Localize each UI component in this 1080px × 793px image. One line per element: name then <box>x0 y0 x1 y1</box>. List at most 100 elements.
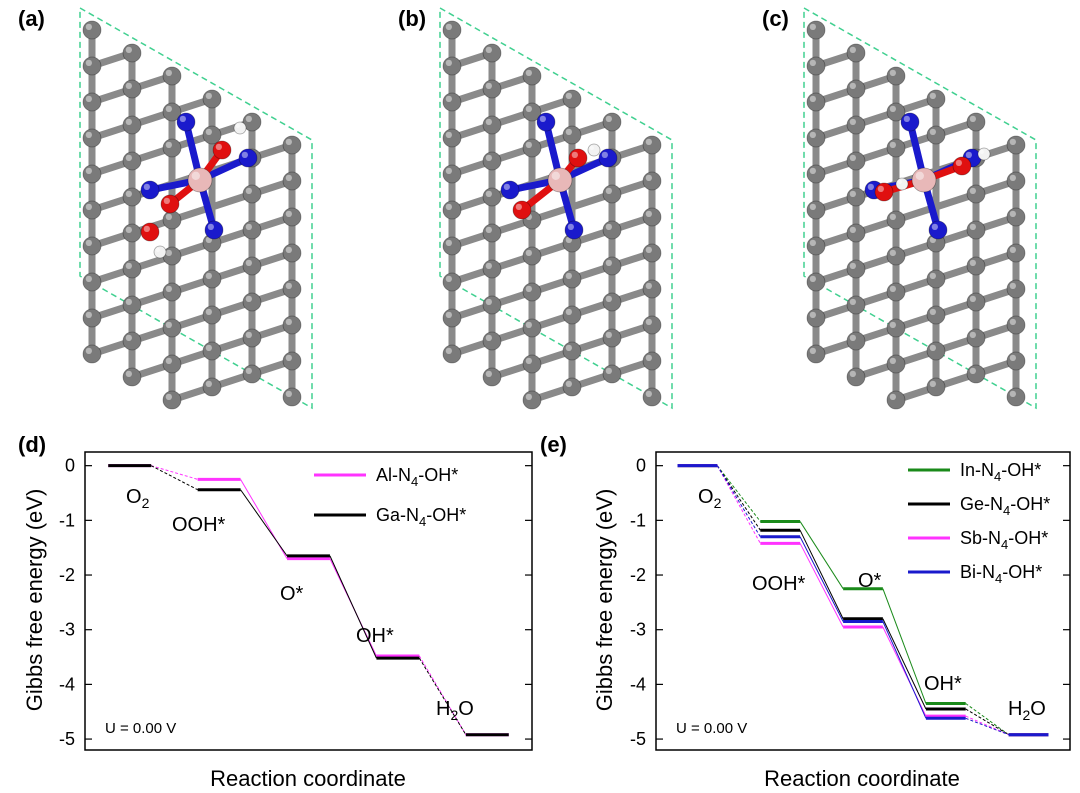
carbon-atom-highlight <box>969 367 976 374</box>
carbon-atom <box>122 367 142 387</box>
carbon-atom-highlight <box>809 203 816 211</box>
hydrogen-atom-highlight <box>155 247 160 252</box>
carbon-atom-highlight <box>849 46 856 53</box>
carbon-atom-highlight <box>969 223 976 231</box>
carbon-atom <box>162 138 182 158</box>
chart-e-ytick-label: -2 <box>630 565 646 585</box>
nitrogen-atom-highlight <box>567 223 574 231</box>
oxygen-atom <box>874 182 894 202</box>
carbon-atom <box>926 305 946 325</box>
carbon-atom-highlight <box>125 370 132 377</box>
state-o2-e: O2 <box>698 486 722 511</box>
carbon-atom <box>926 377 946 397</box>
carbon-atom-highlight <box>605 187 612 195</box>
chart-d-connector-al-3 <box>418 655 467 735</box>
unit-cell <box>803 6 1037 410</box>
carbon-atom-highlight <box>929 272 936 279</box>
chart-e-ytick-label: -3 <box>630 620 646 640</box>
carbon-atom-highlight <box>645 318 652 325</box>
carbon-atom-highlight <box>245 331 253 338</box>
carbon-atom-highlight <box>605 223 612 231</box>
carbon-atom <box>806 272 826 292</box>
nitrogen-atom <box>204 220 224 240</box>
nitrogen-atom <box>900 112 920 132</box>
chart-e-state-labels: O2 OOH* O* OH* H2O <box>698 486 1046 723</box>
state-oh-d: OH* <box>356 625 394 647</box>
carbon-atom <box>522 390 542 410</box>
unit-cell <box>439 6 673 410</box>
carbon-atom-highlight <box>645 282 652 289</box>
metal-atom <box>547 167 573 193</box>
carbon-atom <box>282 387 302 407</box>
carbon-atom <box>846 331 866 351</box>
carbon-atom <box>562 89 582 109</box>
carbon-atom-highlight <box>525 141 532 149</box>
carbon-atom-highlight <box>125 334 132 341</box>
carbon-atom <box>926 125 946 145</box>
carbon-atom <box>966 256 986 276</box>
carbon-atom <box>846 295 866 315</box>
carbon-atom-highlight <box>565 92 572 99</box>
carbon-atom <box>642 315 662 335</box>
carbon-atom-highlight <box>889 69 896 76</box>
carbon-atom-highlight <box>645 390 652 397</box>
carbon-atom-highlight <box>969 187 976 195</box>
carbon-atom-highlight <box>1009 210 1016 218</box>
state-ooh-d: OOH* <box>172 514 226 536</box>
carbon-atom-highlight <box>929 308 936 315</box>
carbon-atom-highlight <box>605 367 612 374</box>
carbon-atom-highlight <box>849 298 856 305</box>
carbon-atom <box>242 328 262 348</box>
chart-e-connector-in-2 <box>882 588 927 704</box>
carbon-atom <box>122 223 142 243</box>
carbon-atom <box>82 56 102 76</box>
carbon-atom-highlight <box>969 295 976 302</box>
carbon-atom-highlight <box>125 118 132 125</box>
carbon-atom-highlight <box>889 357 896 364</box>
carbon-atom-highlight <box>285 246 292 254</box>
nitrogen-atom <box>598 148 618 168</box>
state-oh-e: OH* <box>924 673 962 695</box>
metal-atom <box>187 167 213 193</box>
hydrogen-atom-highlight <box>235 123 240 128</box>
chart-e-connector-bi-1 <box>799 536 844 622</box>
carbon-atom-highlight <box>605 331 612 338</box>
carbon-atom <box>602 220 622 240</box>
carbon-atom <box>846 223 866 243</box>
carbon-atom <box>442 272 462 292</box>
carbon-atom <box>806 200 826 220</box>
chart-d-connector-ga-0 <box>150 465 198 491</box>
carbon-atom <box>282 315 302 335</box>
chart-e-connector-bi-2 <box>882 621 927 719</box>
carbon-atom <box>806 308 826 328</box>
carbon-atom-highlight <box>809 167 816 175</box>
chart-e-ytick-label: -5 <box>630 729 646 749</box>
chart-e-yticks: 0-1-2-3-4-5 <box>630 456 1070 749</box>
carbon-atom <box>602 184 622 204</box>
carbon-atom-highlight <box>205 128 213 136</box>
carbon-atom-highlight <box>445 203 452 211</box>
carbon-atom <box>482 187 502 207</box>
carbon-atom <box>442 56 462 76</box>
chart-e: 0-1-2-3-4-5 Gibbs free energy (eV) React… <box>592 451 1071 791</box>
carbon-atom-highlight <box>645 246 652 254</box>
chart-d-xlabel: Reaction coordinate <box>210 766 406 791</box>
carbon-atom <box>886 210 906 230</box>
carbon-atom <box>1006 207 1026 227</box>
carbon-atom <box>482 259 502 279</box>
nitrogen-atom <box>140 180 160 200</box>
carbon-atom <box>886 66 906 86</box>
carbon-atom <box>242 292 262 312</box>
carbon-atom-highlight <box>525 321 532 328</box>
carbon-atom-highlight <box>85 95 92 102</box>
carbon-atom-highlight <box>85 347 92 354</box>
carbon-atom <box>482 79 502 99</box>
carbon-atom <box>602 328 622 348</box>
carbon-atom <box>482 43 502 63</box>
carbon-atom-highlight <box>285 354 292 361</box>
panel-label-a: (a) <box>18 6 45 31</box>
carbon-atom-highlight <box>809 131 816 139</box>
carbon-atom-highlight <box>849 190 856 198</box>
carbon-atom-highlight <box>929 236 936 244</box>
chart-e-connector-ge-0 <box>716 465 761 531</box>
